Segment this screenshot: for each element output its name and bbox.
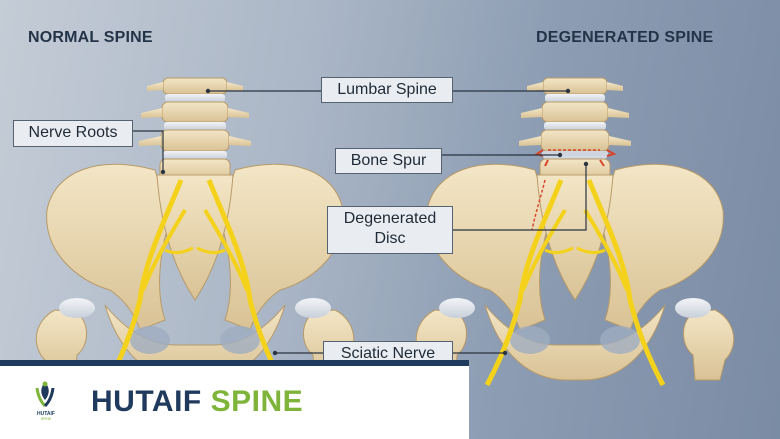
leader-lines [133,90,587,354]
label-degenerated-disc: Degenerated Disc [327,206,453,254]
label-nerve-roots: Nerve Roots [13,120,133,147]
heading-normal-spine: NORMAL SPINE [28,29,153,46]
hutaif-spine-logo-icon[interactable]: HUTAIF SPINE [28,380,62,424]
label-lumbar-spine: Lumbar Spine [321,77,453,103]
brand-word-hutaif: HUTAIF [91,385,202,418]
heading-degenerated-spine: DEGENERATED SPINE [536,29,714,46]
degenerated-spine-illustration [416,77,733,385]
footer-accent-bar [0,360,469,366]
brand-footer: HUTAIF SPINE HUTAIF SPINE [0,366,469,439]
brand-name: HUTAIF SPINE [91,385,303,419]
logo-wordmark: HUTAIF [37,411,55,417]
logo-subword: SPINE [40,417,52,421]
label-bone-spur: Bone Spur [335,148,442,174]
label-sciatic-nerve: Sciatic Nerve [323,341,453,363]
bone-spur-mark [534,149,617,167]
brand-word-spine: SPINE [210,385,304,418]
